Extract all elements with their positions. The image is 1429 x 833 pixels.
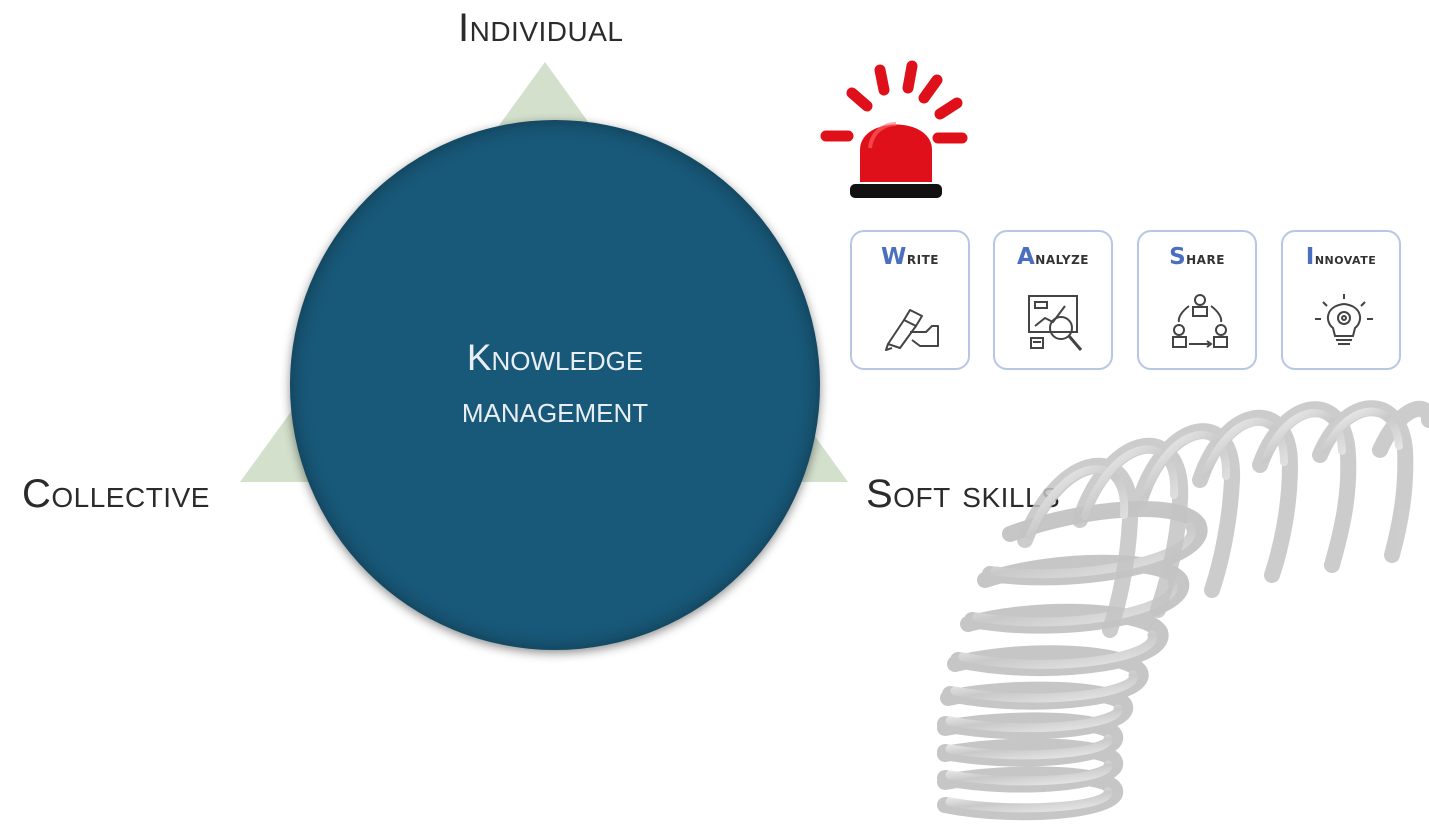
card-share-title: Share	[1139, 244, 1255, 270]
card-analyze-title: Analyze	[995, 244, 1111, 270]
writing-hand-icon	[885, 309, 939, 351]
card-share: Share	[1137, 230, 1257, 370]
card-analyze: Analyze	[993, 230, 1113, 370]
label-individual: Individual	[458, 6, 624, 50]
card-innovate: Innovate	[1281, 230, 1401, 370]
card-analyze-rest: nalyze	[1035, 249, 1089, 269]
circle-label: Knowledge management	[290, 332, 820, 436]
siren-alert-icon	[820, 60, 968, 198]
card-share-rest: hare	[1186, 249, 1225, 269]
card-write-rest: rite	[906, 249, 939, 269]
card-write-title: Write	[852, 244, 968, 270]
circle-label-line1: Knowledge	[466, 337, 644, 378]
knowledge-management-circle	[290, 120, 820, 650]
label-soft-skills: Soft skills	[866, 472, 1061, 516]
share-cycle-icon	[1172, 294, 1228, 348]
card-innovate-rest: nnovate	[1314, 249, 1377, 268]
card-write: Write	[850, 230, 970, 370]
analysis-icon	[1028, 295, 1083, 351]
circle-label-line2: management	[461, 389, 649, 430]
card-innovate-initial: I	[1305, 244, 1315, 270]
label-collective: Collective	[22, 472, 210, 516]
card-innovate-title: Innovate	[1283, 244, 1399, 270]
card-write-initial: W	[881, 244, 907, 270]
lightbulb-gear-icon	[1315, 294, 1373, 345]
card-analyze-initial: A	[1016, 244, 1036, 270]
card-share-initial: S	[1169, 244, 1187, 270]
